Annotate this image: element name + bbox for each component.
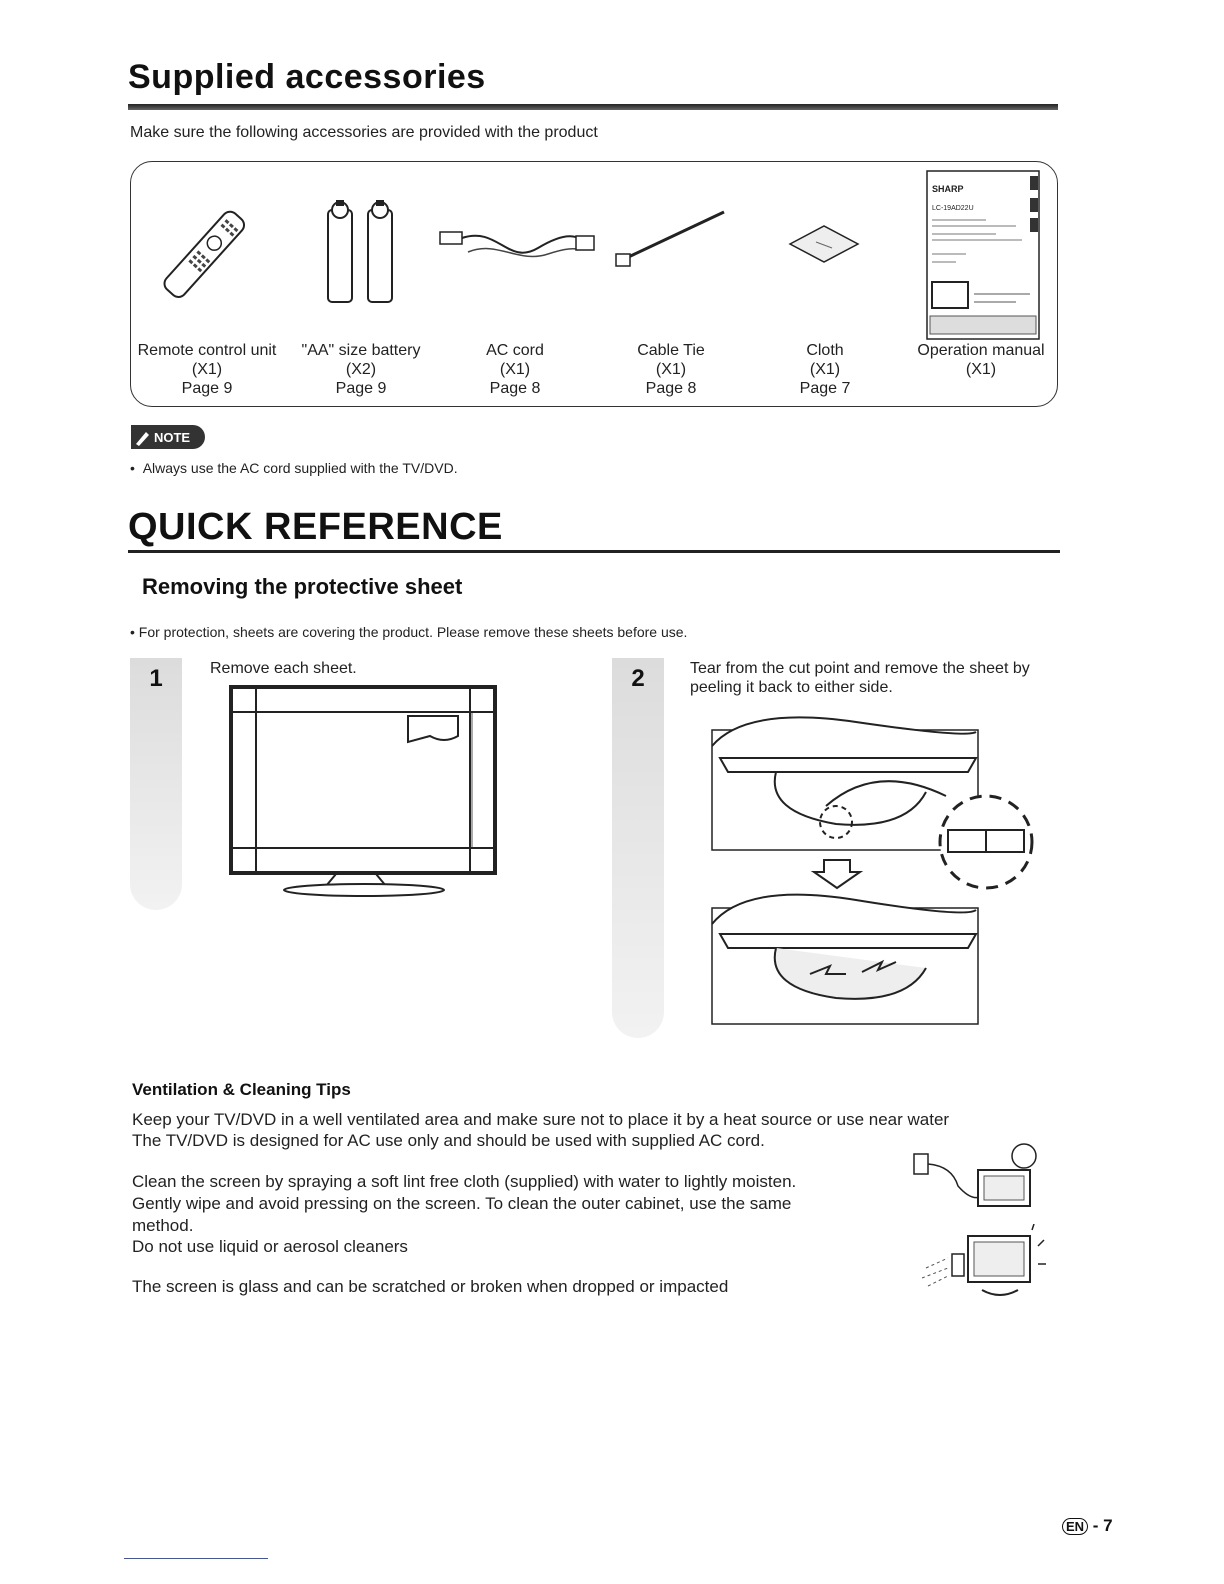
section-title-accessories: Supplied accessories xyxy=(128,58,486,96)
accessory-remote: Remote control unit (X1) Page 9 xyxy=(132,341,282,398)
accessory-cable-tie: Cable Tie (X1) Page 8 xyxy=(596,341,746,398)
quick-reference-rule xyxy=(128,550,1060,553)
cloth-icon xyxy=(788,225,860,263)
tv-cleaning-illustration xyxy=(921,1224,1046,1296)
accessory-name: Cloth xyxy=(806,342,844,359)
accessory-battery: "AA" size battery (X2) Page 9 xyxy=(286,341,436,398)
note-bullet: • Always use the AC cord supplied with t… xyxy=(130,460,458,476)
subsection-title-protective-sheet: Removing the protective sheet xyxy=(142,574,463,599)
protection-bullet: • For protection, sheets are covering th… xyxy=(130,624,688,640)
cleaning-line-3: method. xyxy=(132,1216,194,1235)
accessory-qty: (X1) xyxy=(965,361,997,378)
step-1-number: 1 xyxy=(149,665,163,692)
accessory-name: AC cord xyxy=(486,342,544,359)
cleaning-line-2: Gently wipe and avoid pressing on the sc… xyxy=(132,1194,792,1213)
accessory-page: Page 8 xyxy=(489,380,541,397)
accessory-qty: (X1) xyxy=(191,361,223,378)
glass-warning: The screen is glass and can be scratched… xyxy=(132,1277,729,1296)
accessories-box xyxy=(130,161,1058,407)
accessory-qty: (X1) xyxy=(655,361,687,378)
accessory-manual: Operation manual (X1) xyxy=(906,341,1056,379)
accessory-qty: (X1) xyxy=(499,361,531,378)
cleaning-line-4: Do not use liquid or aerosol cleaners xyxy=(132,1237,408,1256)
accessory-qty: (X2) xyxy=(345,361,377,378)
manual-brand: SHARP xyxy=(932,184,964,194)
manual-icon: SHARP LC-19AD22U xyxy=(926,170,1040,340)
accessory-name: Remote control unit xyxy=(137,342,277,359)
accessory-page: Page 9 xyxy=(335,380,387,397)
accessory-page: Page 7 xyxy=(799,380,851,397)
step-1-text: Remove each sheet. xyxy=(210,660,357,677)
accessory-qty: (X1) xyxy=(809,361,841,378)
footer-line xyxy=(124,1558,268,1559)
accessory-name: "AA" size battery xyxy=(301,342,421,359)
note-bullet-text: Always use the AC cord supplied with the… xyxy=(142,460,458,476)
accessory-ac-cord: AC cord (X1) Page 8 xyxy=(440,341,590,398)
accessory-page: Page 9 xyxy=(181,380,233,397)
accessory-name: Operation manual xyxy=(917,342,1045,359)
battery-icon xyxy=(327,200,393,303)
step-2-bar xyxy=(612,658,664,1038)
section-title-quick-reference: QUICK REFERENCE xyxy=(128,506,503,548)
step-2-text: Tear from the cut point and remove the s… xyxy=(690,660,1030,696)
step-2-number: 2 xyxy=(631,665,645,692)
note-badge: NOTE xyxy=(131,425,205,449)
tv-plug-illustration xyxy=(913,1143,1037,1207)
accessory-name: Cable Tie xyxy=(637,342,705,359)
page-number: EN - 7 xyxy=(1062,1516,1113,1536)
remote-control-icon xyxy=(163,210,246,298)
ac-cord-icon xyxy=(439,231,595,258)
note-label: NOTE xyxy=(154,430,190,445)
title-rule xyxy=(128,104,1058,110)
ventilation-line-1: Keep your TV/DVD in a well ventilated ar… xyxy=(132,1110,950,1129)
tv-sheet-illustration xyxy=(229,685,497,897)
manual-model: LC-19AD22U xyxy=(932,205,974,212)
cleaning-line-1: Clean the screen by spraying a soft lint… xyxy=(132,1172,797,1191)
cable-tie-icon xyxy=(615,210,725,267)
page-number-text: - 7 xyxy=(1092,1516,1113,1535)
accessory-cloth: Cloth (X1) Page 7 xyxy=(750,341,900,398)
step-1-bar xyxy=(130,658,182,910)
accessory-page: Page 8 xyxy=(645,380,697,397)
language-badge: EN xyxy=(1062,1518,1089,1535)
subsection-title-ventilation: Ventilation & Cleaning Tips xyxy=(132,1080,351,1099)
protection-bullet-text: For protection, sheets are covering the … xyxy=(138,624,688,640)
accessories-intro: Make sure the following accessories are … xyxy=(130,124,598,141)
peel-sheet-illustration xyxy=(711,716,1034,1025)
ventilation-line-2: The TV/DVD is designed for AC use only a… xyxy=(132,1131,765,1150)
